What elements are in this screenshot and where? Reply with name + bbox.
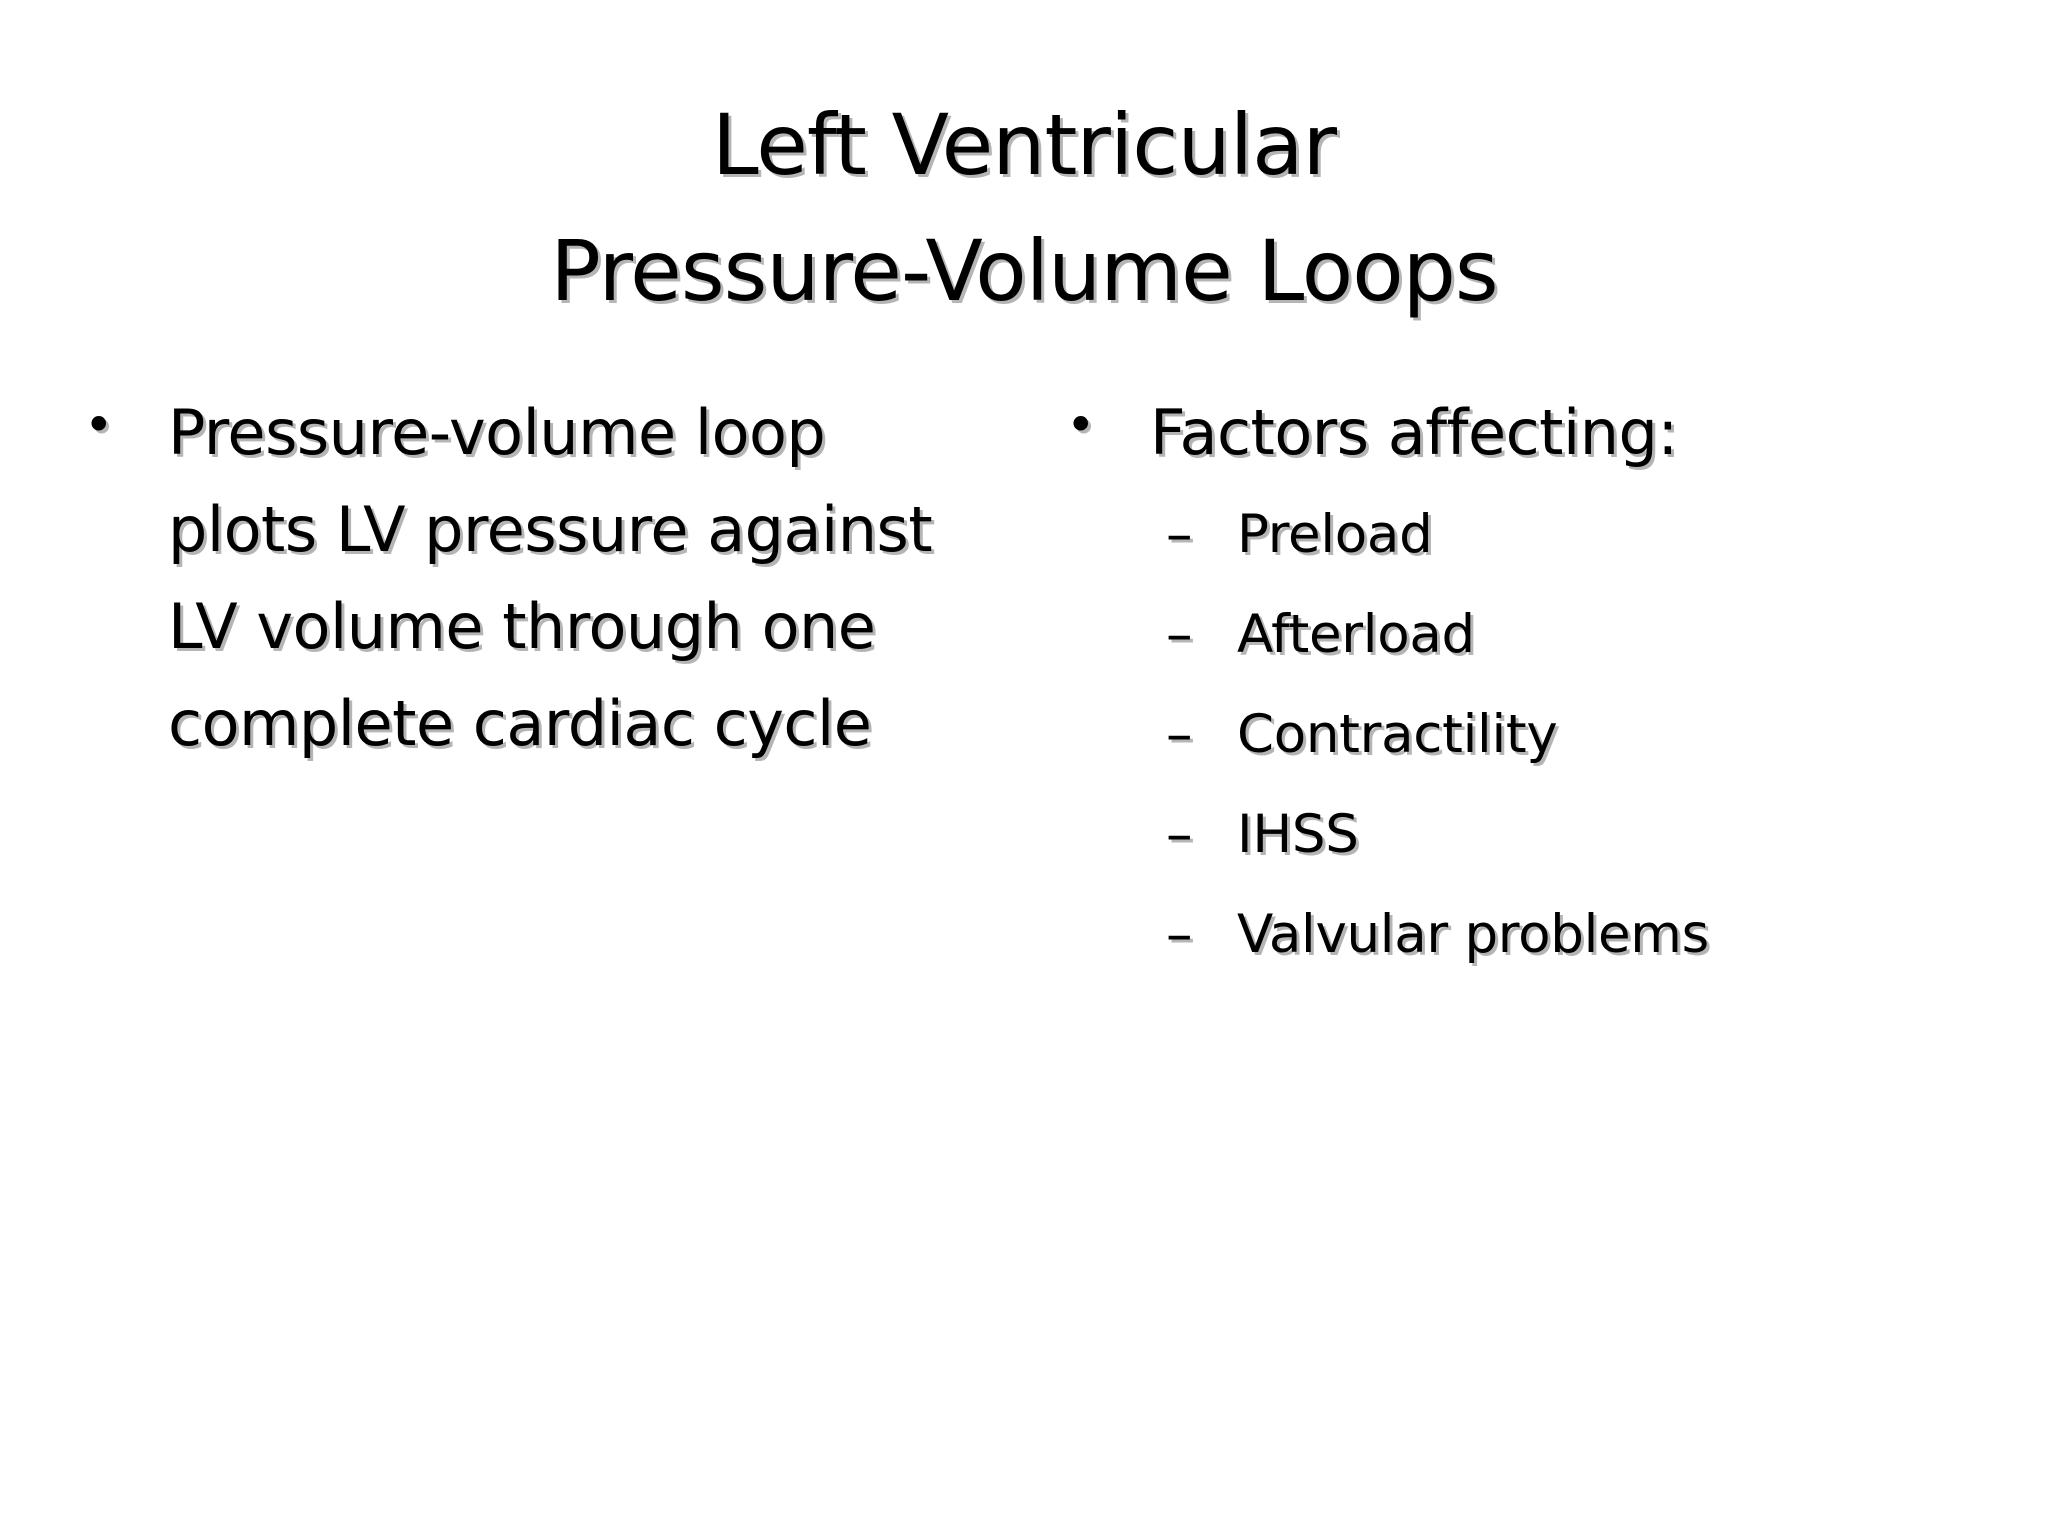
dash-icon: – <box>1166 904 1193 965</box>
dash-icon: – <box>1166 704 1193 765</box>
slide-title: Left Ventricular Pressure-Volume Loops <box>0 82 2048 334</box>
sub-item-preload: – Preload <box>1166 485 1966 585</box>
sub-item-label: Contractility <box>1237 704 1558 765</box>
left-bullet-line-2: plots LV pressure against <box>168 493 933 566</box>
dash-icon: – <box>1166 604 1193 665</box>
factors-sub-list: – Preload – Afterload – Contractility – … <box>1066 485 1966 985</box>
sub-item-contractility: – Contractility <box>1166 685 1966 785</box>
sub-item-label: Valvular problems <box>1237 904 1709 965</box>
dash-icon: – <box>1166 804 1193 865</box>
left-bullet-line-1: Pressure-volume loop <box>168 396 826 469</box>
left-content-column: • Pressure-volume loop plots LV pressure… <box>84 384 984 772</box>
sub-item-label: IHSS <box>1237 804 1359 865</box>
right-bullet-text: Factors affecting: <box>1150 396 1678 469</box>
title-line-1: Left Ventricular <box>711 96 1337 194</box>
left-bullet-line-3: LV volume through one <box>168 590 876 663</box>
sub-item-valvular-problems: – Valvular problems <box>1166 885 1966 985</box>
bullet-icon: • <box>84 396 114 454</box>
bullet-icon: • <box>1066 396 1096 454</box>
sub-item-afterload: – Afterload <box>1166 585 1966 685</box>
sub-item-label: Preload <box>1237 504 1433 565</box>
right-content-column: • Factors affecting: – Preload – Afterlo… <box>1066 384 1966 985</box>
title-line-2: Pressure-Volume Loops <box>550 222 1498 320</box>
left-bullet-line-4: complete cardiac cycle <box>168 687 872 760</box>
right-bullet: • Factors affecting: <box>1066 384 1966 481</box>
left-bullet: • Pressure-volume loop plots LV pressure… <box>84 384 984 772</box>
dash-icon: – <box>1166 504 1193 565</box>
sub-item-ihss: – IHSS <box>1166 785 1966 885</box>
sub-item-label: Afterload <box>1237 604 1475 665</box>
